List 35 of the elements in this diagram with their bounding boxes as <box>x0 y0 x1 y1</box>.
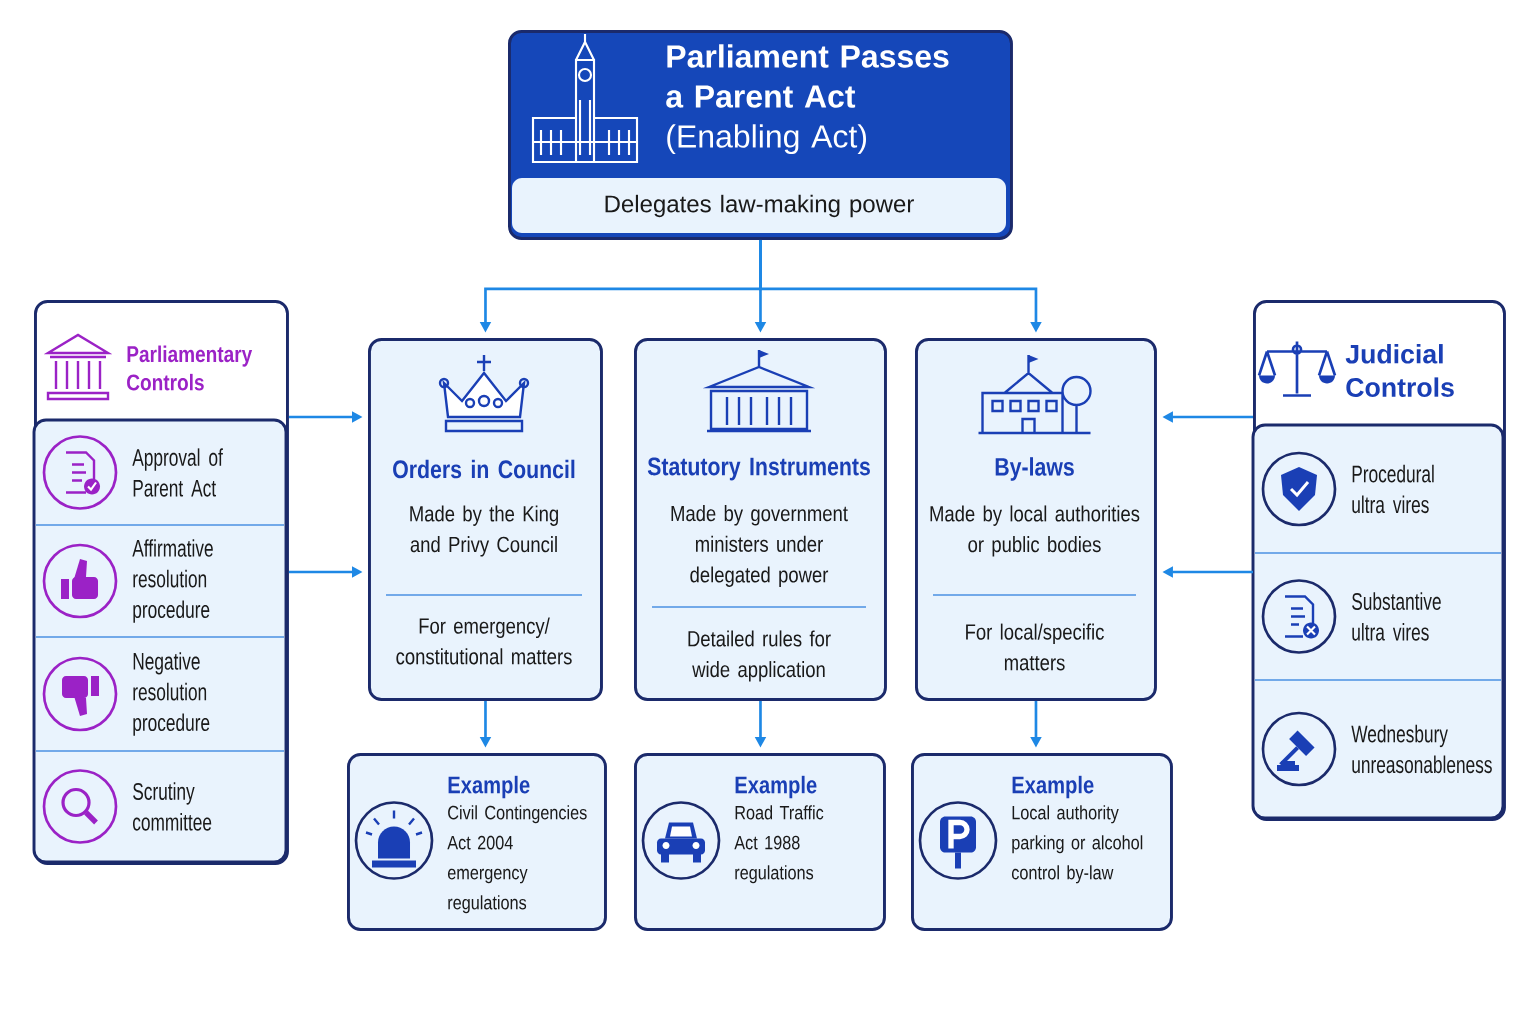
category-card <box>634 338 887 701</box>
control-panel <box>1251 300 1506 821</box>
category-card <box>368 338 603 701</box>
example-card <box>911 753 1173 931</box>
card-note: For emergency/ constitutional matters <box>396 617 572 665</box>
card-title: By-laws <box>995 457 1074 481</box>
card-description: Made by the King and Privy Council <box>410 505 558 557</box>
example-card <box>347 753 607 931</box>
control-panel <box>32 300 289 865</box>
example-text: Road Traffic Act 1988 regulations <box>734 805 824 884</box>
card-note: Detailed rules for wide application <box>688 630 831 682</box>
example-heading: Example <box>735 775 817 799</box>
control-item-text: Approval of Parent Act <box>132 448 223 497</box>
category-card <box>915 338 1157 701</box>
control-item-text: Substantive ultra vires <box>1352 592 1441 641</box>
example-heading: Example <box>448 775 530 799</box>
header-subtitle: Delegates law-making power <box>605 194 914 218</box>
control-item-text: Negative resolution procedure <box>133 652 210 736</box>
card-title: Orders in Council <box>393 459 575 479</box>
example-card <box>634 753 886 931</box>
control-item-text: Scrutiny committee <box>133 782 212 831</box>
header-box <box>508 30 1013 240</box>
example-text: Civil Contingencies Act 2004 emergency regulations <box>447 805 587 914</box>
example-text: Local authority parking or alcohol control by-law <box>1011 805 1143 884</box>
panel-title: Judicial Controls <box>1345 344 1454 397</box>
card-description: Made by government ministers under delegated power <box>671 505 848 587</box>
example-heading: Example <box>1012 775 1094 799</box>
control-item-text: Procedural ultra vires <box>1352 464 1434 514</box>
control-item-text: Affirmative resolution procedure <box>132 539 213 623</box>
card-note: For local/specific matters <box>966 623 1104 671</box>
card-description: Made by local authorities or public bodies <box>930 505 1140 557</box>
panel-title: Parliamentary Controls <box>127 345 253 391</box>
header-title: Parliament Passes a Parent Act (Enabling Act) <box>666 44 949 155</box>
control-item-text: Wednesbury unreasonableness <box>1351 724 1492 774</box>
card-title: Statutory Instruments <box>647 457 870 481</box>
